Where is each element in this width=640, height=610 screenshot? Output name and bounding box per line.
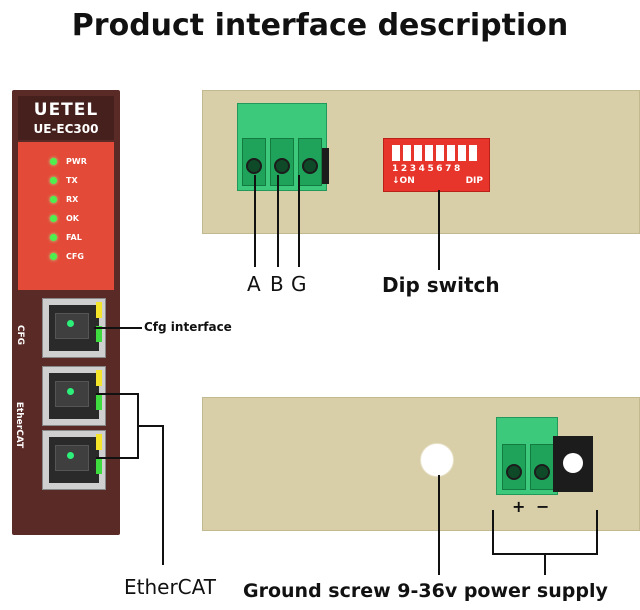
dip-dip-label: DIP	[465, 176, 483, 186]
device-front: UETEL UE-EC300 PWR TX RX OK FAL CFG CFG …	[12, 90, 120, 535]
power-caption: Ground screw 9-36v power supply	[243, 580, 608, 602]
led-rx	[50, 196, 57, 203]
led-label-pwr: PWR	[66, 157, 87, 166]
terminal-g-line	[298, 175, 300, 267]
ethercat-bracket-top	[96, 393, 138, 395]
ethercat-rj45-port-2[interactable]	[42, 430, 106, 490]
led-cfg	[50, 253, 57, 260]
led-label-rx: RX	[66, 195, 79, 204]
led-label-tx: TX	[66, 176, 78, 185]
brand-logo: UETEL	[33, 100, 99, 120]
led-label-ok: OK	[66, 214, 79, 223]
model-name: UE-EC300	[33, 122, 99, 136]
ethercat-label: EtherCAT	[124, 575, 216, 599]
port-led-icon	[67, 320, 74, 327]
cfg-interface-label: Cfg interface	[144, 320, 232, 334]
power-callout-line	[544, 553, 546, 575]
port-led-icon	[67, 452, 74, 459]
ethercat-rj45-port-1[interactable]	[42, 366, 106, 426]
ground-callout-line	[438, 475, 440, 575]
cfg-callout-line	[94, 327, 142, 329]
dip-callout-line	[438, 190, 440, 270]
terminal-g-label: G	[291, 272, 307, 296]
cfg-rj45-port[interactable]	[42, 298, 106, 358]
page-title: Product interface description	[71, 8, 569, 43]
dip-numbers: 12345678	[392, 164, 463, 174]
power-bracket-left	[492, 510, 494, 554]
led-label-cfg: CFG	[66, 252, 84, 261]
dip-switch[interactable]: 12345678 ↓ON DIP	[383, 138, 490, 192]
abg-terminal-block[interactable]	[237, 103, 327, 191]
terminal-a-line	[254, 175, 256, 267]
power-terminal-block[interactable]	[496, 417, 558, 495]
port-panel: CFG EtherCAT	[14, 290, 114, 530]
led-label-fal: FAL	[66, 233, 82, 242]
cfg-port-label: CFG	[15, 324, 26, 346]
terminal-b-line	[277, 175, 279, 267]
ethercat-bracket-bottom	[96, 457, 138, 459]
dip-on-label: ↓ON	[392, 176, 415, 186]
ethercat-bracket-stem	[137, 425, 163, 427]
led-pwr	[50, 158, 57, 165]
terminal-mount	[322, 148, 329, 184]
ethercat-callout-line	[162, 425, 164, 565]
port-led-icon	[67, 388, 74, 395]
power-mount	[553, 436, 593, 492]
led-fal	[50, 234, 57, 241]
ground-screw[interactable]	[420, 443, 454, 477]
ethercat-port-label: EtherCAT	[14, 401, 25, 449]
minus-label: −	[536, 497, 550, 516]
device-header: UETEL UE-EC300	[18, 96, 114, 140]
led-tx	[50, 177, 57, 184]
power-bracket-right	[596, 510, 598, 554]
terminal-b-label: B	[270, 272, 284, 296]
plus-label: +	[512, 497, 526, 516]
dip-switch-label: Dip switch	[382, 273, 500, 297]
led-ok	[50, 215, 57, 222]
terminal-a-label: A	[247, 272, 261, 296]
mount-screw-icon	[563, 453, 583, 473]
